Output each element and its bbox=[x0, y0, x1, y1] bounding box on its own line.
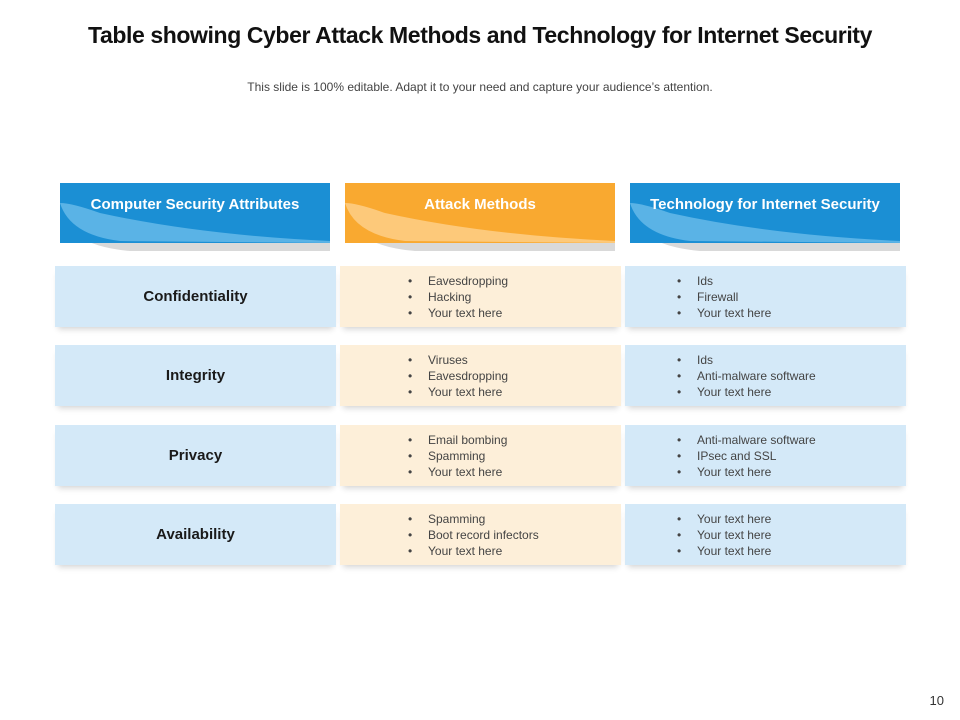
list-item: Your text here bbox=[677, 384, 906, 400]
attack-list: Spamming Boot record infectors Your text… bbox=[340, 504, 621, 559]
header-shape bbox=[630, 183, 900, 251]
list-item: Spamming bbox=[408, 511, 621, 527]
table-row-attacks: Email bombing Spamming Your text here bbox=[340, 425, 621, 486]
list-item: Eavesdropping bbox=[408, 273, 621, 289]
table-row-attacks: Eavesdropping Hacking Your text here bbox=[340, 266, 621, 327]
technology-list: Ids Anti-malware software Your text here bbox=[625, 345, 906, 400]
attribute-label: Privacy bbox=[168, 447, 223, 464]
attribute-label: Availability bbox=[156, 526, 235, 543]
list-item: Your text here bbox=[677, 305, 906, 321]
attack-list: Viruses Eavesdropping Your text here bbox=[340, 345, 621, 400]
header-label: Technology for Internet Security bbox=[650, 196, 880, 213]
list-item: Viruses bbox=[408, 352, 621, 368]
table-row-attacks: Viruses Eavesdropping Your text here bbox=[340, 345, 621, 406]
table-row-technology: Anti-malware software IPsec and SSL Your… bbox=[625, 425, 906, 486]
list-item: Eavesdropping bbox=[408, 368, 621, 384]
table-row-technology: Ids Firewall Your text here bbox=[625, 266, 906, 327]
page-number: 10 bbox=[929, 693, 944, 708]
table-row-attribute: Privacy bbox=[55, 425, 336, 486]
list-item: Anti-malware software bbox=[677, 368, 906, 384]
list-item: Your text here bbox=[408, 384, 621, 400]
table-row-technology: Ids Anti-malware software Your text here bbox=[625, 345, 906, 406]
slide-subtitle: This slide is 100% editable. Adapt it to… bbox=[247, 80, 713, 94]
table-row-attacks: Spamming Boot record infectors Your text… bbox=[340, 504, 621, 565]
list-item: Spamming bbox=[408, 448, 621, 464]
technology-list: Your text here Your text here Your text … bbox=[625, 504, 906, 559]
list-item: Your text here bbox=[677, 543, 906, 559]
table-row-technology: Your text here Your text here Your text … bbox=[625, 504, 906, 565]
list-item: Email bombing bbox=[408, 432, 621, 448]
list-item: IPsec and SSL bbox=[677, 448, 906, 464]
list-item: Firewall bbox=[677, 289, 906, 305]
list-item: Anti-malware software bbox=[677, 432, 906, 448]
attack-list: Email bombing Spamming Your text here bbox=[340, 425, 621, 480]
table-row-attribute: Availability bbox=[55, 504, 336, 565]
slide-title: Table showing Cyber Attack Methods and T… bbox=[88, 22, 872, 48]
technology-list: Ids Firewall Your text here bbox=[625, 266, 906, 321]
header-label: Attack Methods bbox=[424, 196, 536, 213]
header-wave bbox=[60, 203, 330, 243]
table-row-attribute: Integrity bbox=[55, 345, 336, 406]
header-wave bbox=[345, 203, 615, 243]
list-item: Your text here bbox=[408, 543, 621, 559]
attack-list: Eavesdropping Hacking Your text here bbox=[340, 266, 621, 321]
list-item: Your text here bbox=[677, 527, 906, 543]
attribute-label: Integrity bbox=[165, 367, 226, 384]
header-shape bbox=[345, 183, 615, 251]
header-wave bbox=[630, 203, 900, 243]
list-item: Your text here bbox=[677, 511, 906, 527]
attribute-label: Confidentiality bbox=[143, 288, 248, 305]
list-item: Your text here bbox=[408, 464, 621, 480]
header-internet-security-technology: Technology for Internet Security bbox=[630, 183, 900, 253]
header-attack-methods: Attack Methods bbox=[345, 183, 615, 253]
list-item: Hacking bbox=[408, 289, 621, 305]
header-security-attributes: Computer Security Attributes bbox=[60, 183, 330, 253]
list-item: Your text here bbox=[677, 464, 906, 480]
list-item: Ids bbox=[677, 352, 906, 368]
list-item: Your text here bbox=[408, 305, 621, 321]
technology-list: Anti-malware software IPsec and SSL Your… bbox=[625, 425, 906, 480]
table-row-attribute: Confidentiality bbox=[55, 266, 336, 327]
header-shape bbox=[60, 183, 330, 251]
header-label: Computer Security Attributes bbox=[90, 196, 300, 213]
list-item: Boot record infectors bbox=[408, 527, 621, 543]
list-item: Ids bbox=[677, 273, 906, 289]
